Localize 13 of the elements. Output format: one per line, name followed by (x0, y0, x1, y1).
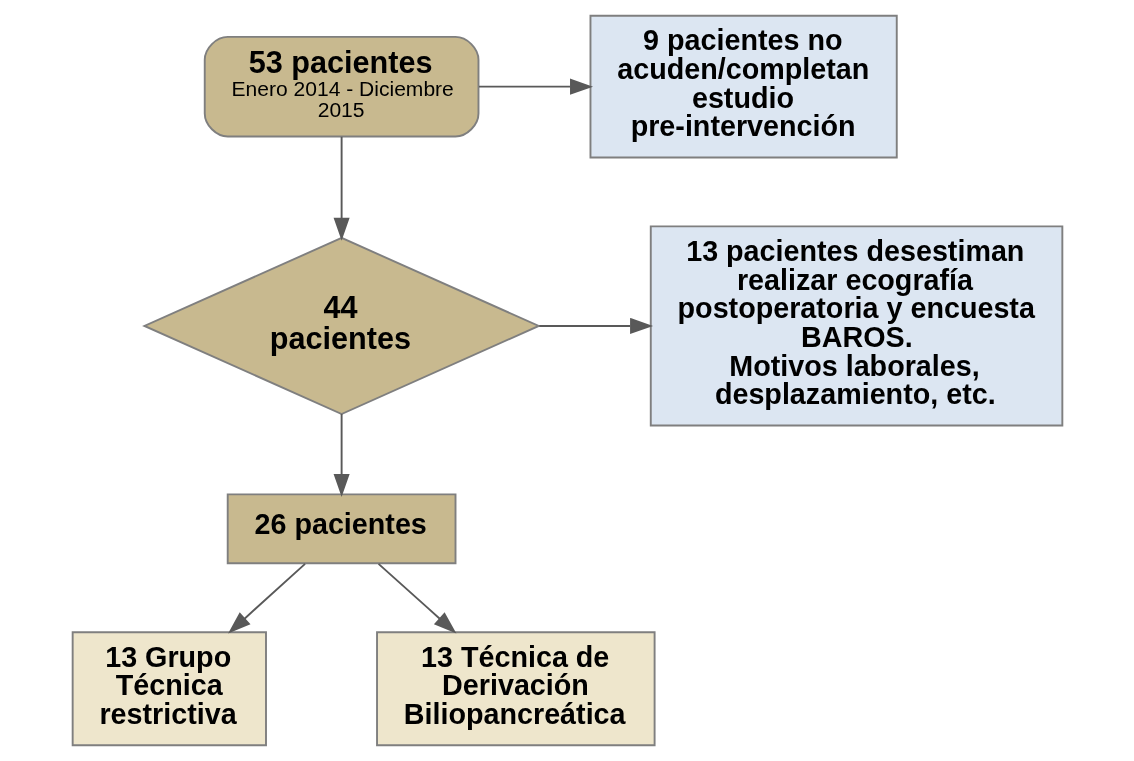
node-box: 13 Grupo Técnica restrictiva (71, 631, 267, 747)
node-box: 26 pacientes (226, 493, 456, 565)
arrow (333, 135, 350, 241)
arrow (227, 562, 306, 634)
arrow (537, 317, 653, 334)
node-box: 53 pacientes Enero 2014 - Diciembre 2015 (203, 35, 479, 138)
arrow (477, 78, 593, 95)
arrow (377, 562, 456, 634)
node-box: 9 pacientes no acuden/completan estudio pre-intervención (589, 14, 898, 159)
arrow (333, 413, 350, 498)
node-diamond: 44 pacientes (141, 236, 541, 416)
node-box: 13 pacientes desestiman realizar ecografía postoperatoria y encuesta BAROS. Motivos laborales, desplazamiento, etc. (649, 225, 1063, 427)
node-box: 13 Técnica de Derivación Biliopancreática (375, 631, 656, 747)
